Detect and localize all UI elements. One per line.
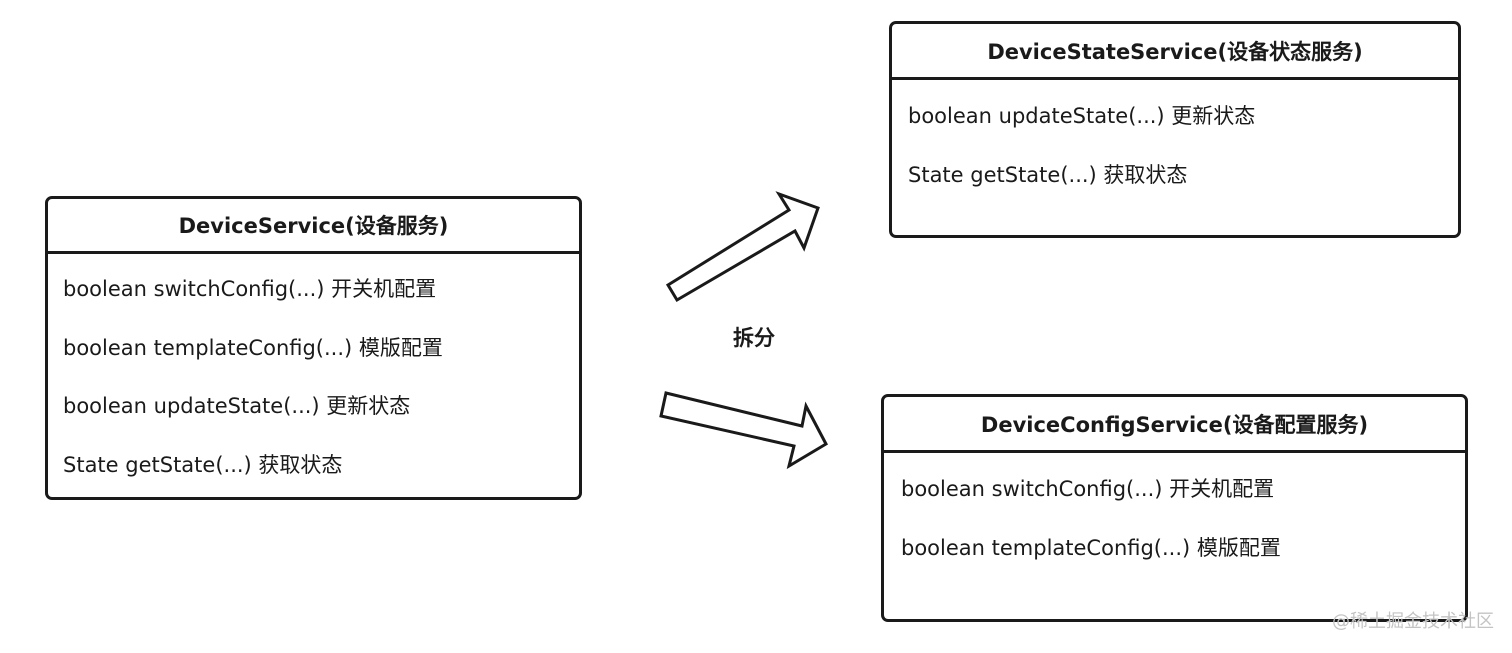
- device-state-service-title: DeviceStateService(设备状态服务): [892, 24, 1458, 80]
- split-label: 拆分: [733, 326, 775, 350]
- method-item: boolean switchConfig(...) 开关机配置: [901, 477, 1275, 501]
- arrow-down-right-icon: [659, 391, 828, 470]
- method-item: boolean switchConfig(...) 开关机配置: [63, 277, 437, 301]
- method-item: boolean updateState(...) 更新状态: [908, 104, 1256, 128]
- device-service-methods: boolean switchConfig(...) 开关机配置 boolean …: [48, 254, 579, 494]
- watermark: @稀土掘金技术社区: [1332, 611, 1494, 632]
- device-state-service-methods: boolean updateState(...) 更新状态 State getS…: [892, 80, 1458, 204]
- device-config-service-box: DeviceConfigService(设备配置服务) boolean swit…: [881, 394, 1468, 622]
- device-state-service-box: DeviceStateService(设备状态服务) boolean updat…: [889, 21, 1461, 238]
- device-service-title: DeviceService(设备服务): [48, 199, 579, 254]
- method-item: boolean updateState(...) 更新状态: [63, 394, 411, 418]
- device-config-service-title: DeviceConfigService(设备配置服务): [884, 397, 1465, 453]
- device-config-service-methods: boolean switchConfig(...) 开关机配置 boolean …: [884, 453, 1465, 577]
- device-service-box: DeviceService(设备服务) boolean switchConfig…: [45, 196, 582, 500]
- method-item: State getState(...) 获取状态: [908, 162, 1188, 187]
- method-item: State getState(...) 获取状态: [63, 452, 343, 477]
- arrow-up-right-icon: [665, 191, 820, 303]
- method-item: boolean templateConfig(...) 模版配置: [901, 535, 1281, 560]
- method-item: boolean templateConfig(...) 模版配置: [63, 335, 443, 360]
